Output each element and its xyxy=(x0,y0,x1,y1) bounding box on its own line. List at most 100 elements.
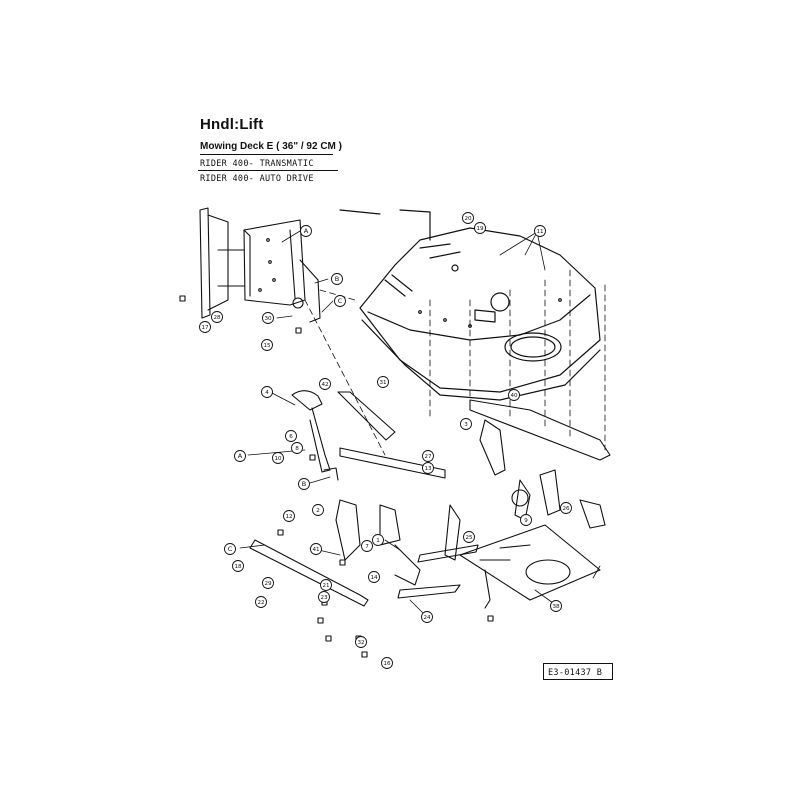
callout-label: 6 xyxy=(289,434,293,440)
callout-circle xyxy=(377,376,389,388)
callout-circle xyxy=(285,430,297,442)
part-callout: 19 xyxy=(474,222,486,234)
part-callout: 1 xyxy=(372,534,384,546)
callout-circle xyxy=(261,386,273,398)
part-callout: A xyxy=(234,450,246,462)
callout-label: 2 xyxy=(316,508,320,514)
part-callout: 24 xyxy=(421,611,433,623)
part-callout: 27 xyxy=(422,450,434,462)
diagram-title: Hndl:Lift xyxy=(200,116,264,133)
part-callout: 41 xyxy=(310,543,322,555)
callout-circle xyxy=(318,591,330,603)
callout-label: 16 xyxy=(383,661,391,667)
callout-circle xyxy=(560,502,572,514)
callout-label: 28 xyxy=(213,315,221,321)
callout-label: A xyxy=(304,227,309,235)
callout-circle xyxy=(262,577,274,589)
part-callout: 15 xyxy=(261,339,273,351)
part-callout: 4 xyxy=(261,386,273,398)
part-callout: 12 xyxy=(283,510,295,522)
callout-label: 1 xyxy=(376,538,380,544)
callout-circle xyxy=(372,534,384,546)
callout-circle xyxy=(224,543,236,555)
callout-label: 26 xyxy=(562,506,570,512)
right-lever-assembly xyxy=(394,399,611,586)
callout-label: 24 xyxy=(423,615,431,621)
part-callout: 28 xyxy=(211,311,223,323)
part-callout: 29 xyxy=(262,577,274,589)
part-callout: 26 xyxy=(560,502,572,514)
part-callout: 3 xyxy=(460,418,472,430)
callout-circle xyxy=(534,225,546,237)
callout-circle xyxy=(361,540,373,552)
callout-label: 31 xyxy=(379,380,387,386)
part-callout: C xyxy=(334,295,346,307)
callout-circle xyxy=(474,222,486,234)
model-line-1: RIDER 400- TRANSMATIC xyxy=(200,159,314,169)
callout-label: C xyxy=(338,297,343,305)
rear-lift-shaft xyxy=(339,447,446,479)
callout-circle xyxy=(334,295,346,307)
callout-circle xyxy=(520,514,532,526)
callout-label: 14 xyxy=(370,575,378,581)
callout-circle xyxy=(211,311,223,323)
part-callout: 40 xyxy=(508,389,520,401)
callout-label: 9 xyxy=(524,518,528,524)
part-callout: B xyxy=(331,273,343,285)
callout-label: 42 xyxy=(321,382,328,388)
callout-circle xyxy=(261,339,273,351)
header-divider xyxy=(198,170,338,171)
front-lift-shaft xyxy=(249,539,369,607)
part-callout: 2 xyxy=(312,504,324,516)
callout-circle xyxy=(298,478,310,490)
callout-circle xyxy=(272,452,284,464)
part-callout: A xyxy=(300,225,312,237)
callout-label: 30 xyxy=(264,316,272,322)
part-callout: 21 xyxy=(320,579,332,591)
callout-circle xyxy=(331,273,343,285)
callout-label: 7 xyxy=(365,544,369,550)
callout-label: 8 xyxy=(295,446,299,452)
callout-label: 11 xyxy=(536,229,544,235)
callout-circle xyxy=(422,462,434,474)
callout-label: 17 xyxy=(201,325,209,331)
callout-label: 32 xyxy=(357,640,364,646)
bottom-rod xyxy=(397,584,461,599)
part-callout: 32 xyxy=(355,636,367,648)
callout-circle xyxy=(368,571,380,583)
callout-label: B xyxy=(335,275,339,283)
callout-label: 18 xyxy=(234,564,242,570)
callout-circle xyxy=(355,636,367,648)
part-callout: 8 xyxy=(291,442,303,454)
callout-circle xyxy=(421,611,433,623)
part-callout: C xyxy=(224,543,236,555)
frame-plate xyxy=(459,524,601,609)
callout-circle xyxy=(320,579,332,591)
part-callout: 14 xyxy=(368,571,380,583)
diagram-subtitle: Mowing Deck E ( 36" / 92 CM ) xyxy=(200,141,342,155)
part-callout: 22 xyxy=(255,596,267,608)
callout-label: 27 xyxy=(424,454,432,460)
callout-label: C xyxy=(228,545,233,553)
part-callout: 38 xyxy=(550,600,562,612)
callout-circle xyxy=(463,531,475,543)
callout-label: 22 xyxy=(257,600,264,606)
callout-label: 4 xyxy=(265,390,269,396)
part-callout: 6 xyxy=(285,430,297,442)
callout-circle xyxy=(422,450,434,462)
lift-handle xyxy=(291,390,339,481)
callout-circle xyxy=(319,378,331,390)
callout-circle xyxy=(508,389,520,401)
alignment-lines xyxy=(304,269,606,456)
part-callout: 17 xyxy=(199,321,211,333)
callout-circle xyxy=(312,504,324,516)
part-callout: 10 xyxy=(272,452,284,464)
callout-circle xyxy=(262,312,274,324)
callout-circle xyxy=(255,596,267,608)
callout-label: B xyxy=(302,480,306,488)
callout-circle xyxy=(291,442,303,454)
callout-label: 40 xyxy=(510,393,518,399)
part-callout: 9 xyxy=(520,514,532,526)
callout-label: A xyxy=(238,452,243,460)
